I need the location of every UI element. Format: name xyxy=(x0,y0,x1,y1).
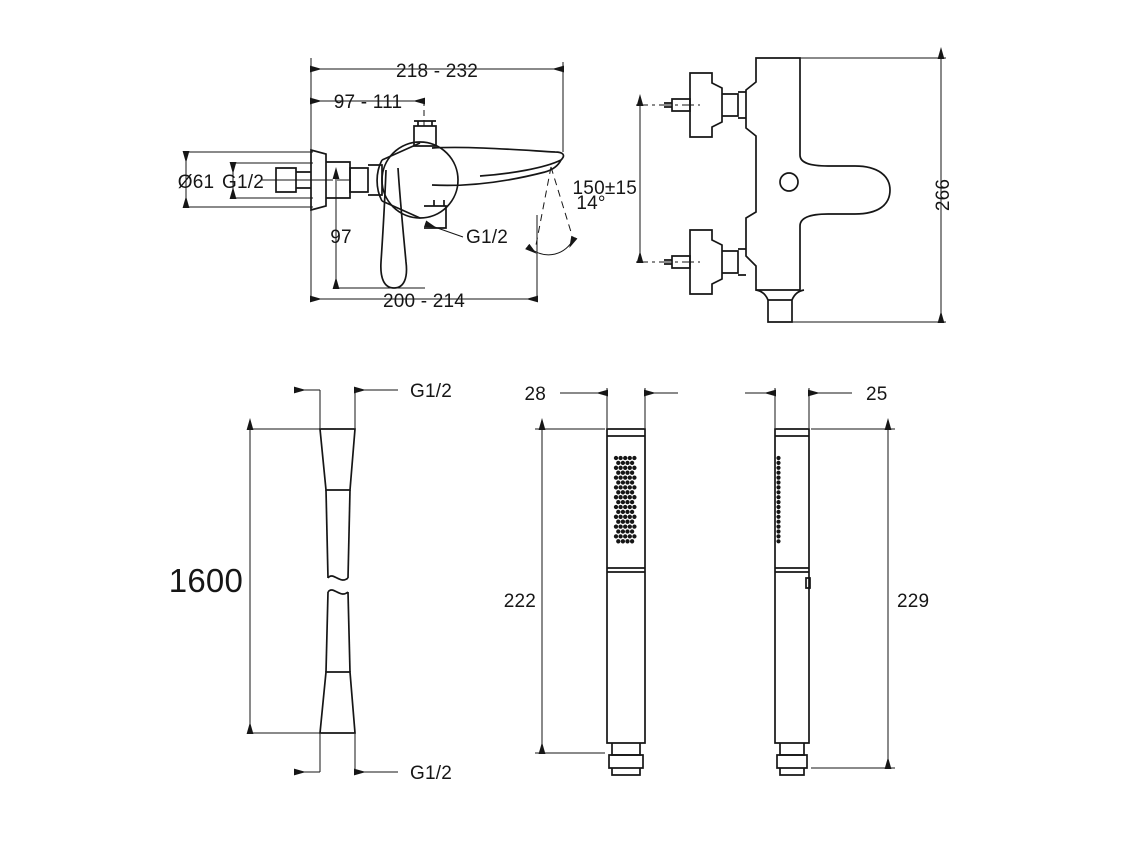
label-150-pm-15: 150±15 xyxy=(573,178,637,199)
label-97-111: 97 - 111 xyxy=(334,92,403,113)
diverter-button-icon xyxy=(779,172,799,192)
label-hose-bottom-g12: G1/2 xyxy=(410,763,452,784)
label-g12-outlet: G1/2 xyxy=(466,227,508,248)
handshower-side-body xyxy=(774,428,811,776)
mixer-front-lower-handle xyxy=(664,229,746,295)
label-angle-14: 14° xyxy=(576,193,605,214)
handshower-spray-face-icon xyxy=(613,455,637,544)
dim-hs-depth-25 xyxy=(745,388,852,428)
view-mixer-side xyxy=(182,58,578,303)
dim-diameter-61 xyxy=(182,151,313,208)
mixer-spout xyxy=(431,146,565,187)
dim-hose-1600 xyxy=(246,418,322,734)
label-218-232: 218 - 232 xyxy=(396,61,478,82)
dim-hs-width-28 xyxy=(560,388,678,428)
view-shower-hose xyxy=(246,386,398,776)
leader-g12-outlet xyxy=(423,220,464,238)
label-g12-inlet: G1/2 xyxy=(222,172,264,193)
handshower-side-spray-edge-icon xyxy=(776,455,781,544)
label-hs-width-28: 28 xyxy=(524,384,546,405)
mixer-handle xyxy=(380,167,408,289)
label-266: 266 xyxy=(933,179,954,211)
label-hs-height-222: 222 xyxy=(504,591,536,612)
handshower-front-body xyxy=(606,428,646,776)
dim-266 xyxy=(792,47,946,323)
view-mixer-front xyxy=(636,47,946,323)
label-diameter-61: Ø61 xyxy=(178,172,215,193)
label-hose-1600: 1600 xyxy=(169,562,243,599)
dim-hose-bottom-g12 xyxy=(294,734,398,776)
mixer-front-outlet xyxy=(755,289,805,323)
label-hose-top-g12: G1/2 xyxy=(410,381,452,402)
dim-hose-top-g12 xyxy=(294,386,398,428)
angle-14-indicator xyxy=(525,166,578,256)
view-handshower-front xyxy=(535,388,678,776)
mixer-diverter-knob xyxy=(413,120,437,147)
label-hs-depth-25: 25 xyxy=(866,384,888,405)
mixer-front-upper-handle xyxy=(664,72,746,138)
mixer-lower-outlet xyxy=(424,200,447,229)
label-hs-height-229: 229 xyxy=(897,591,929,612)
dim-hs-height-229 xyxy=(811,418,895,769)
mixer-front-body xyxy=(745,57,891,291)
view-handshower-side xyxy=(745,388,895,776)
dim-hs-height-222 xyxy=(535,418,605,754)
label-97: 97 xyxy=(330,227,352,248)
hose-body xyxy=(319,428,356,734)
label-200-214: 200 - 214 xyxy=(383,291,465,312)
